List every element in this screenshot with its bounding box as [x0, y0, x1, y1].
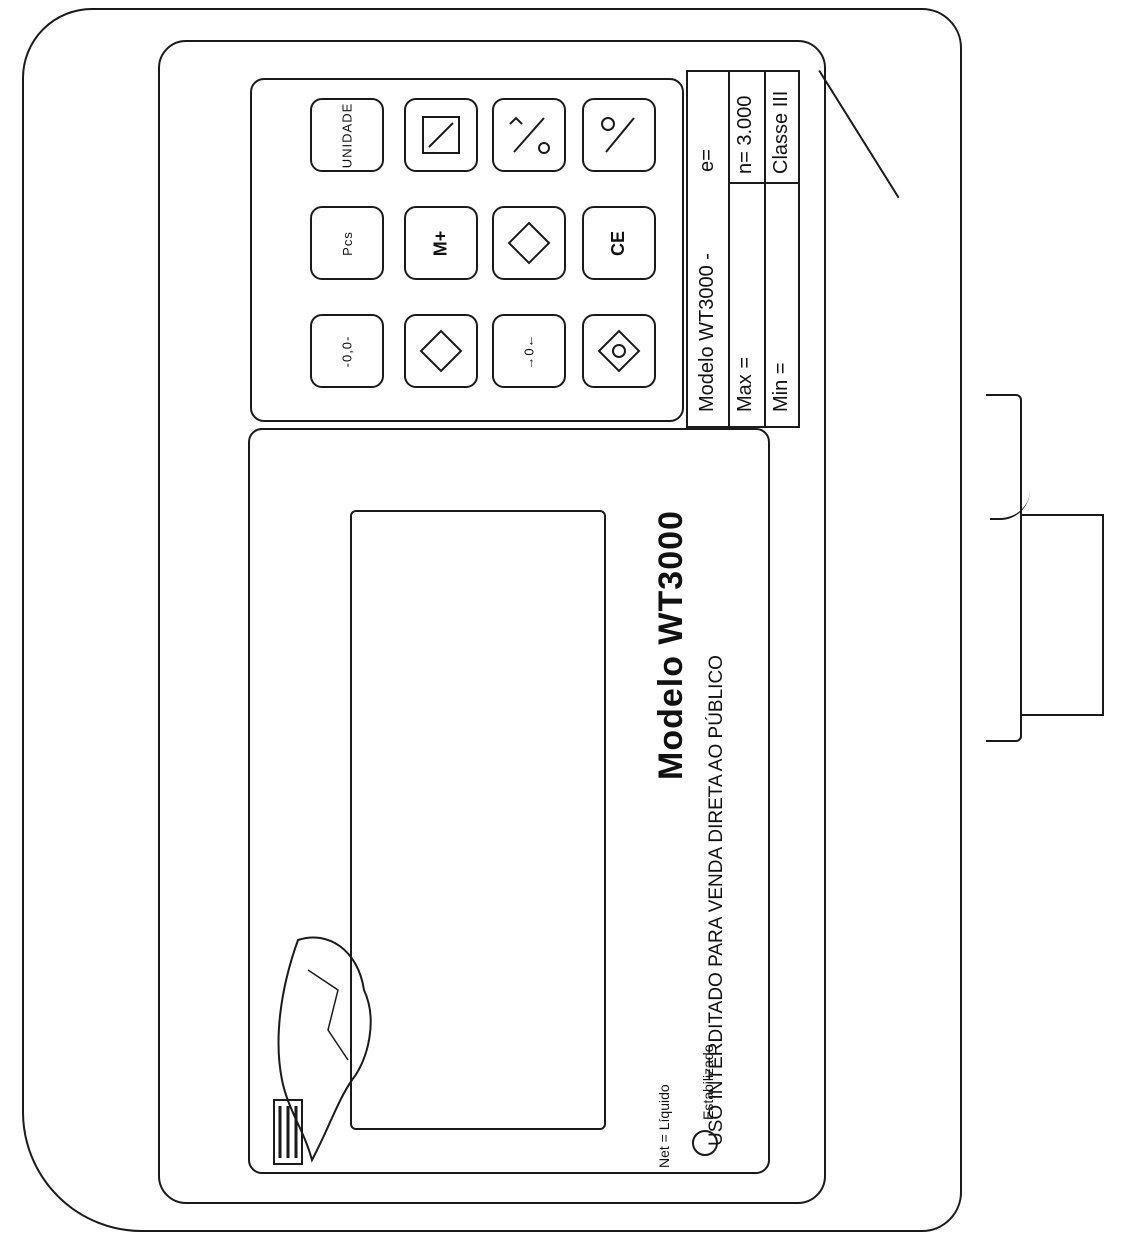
scale-housing-outline: [22, 8, 962, 1232]
spec-class: Classe III: [770, 90, 792, 174]
accumulate-key-label: M+: [430, 230, 451, 256]
zero-key-label: →0←: [521, 332, 537, 370]
brand-logo: [268, 930, 388, 1170]
brazil-map-icon: [273, 936, 372, 1165]
percent-key[interactable]: [492, 98, 566, 172]
front-panel: [158, 40, 826, 1204]
tare-diamond-icon: [507, 221, 551, 265]
diamond-arrow-icon: [419, 329, 463, 373]
spec-plate-divider-h: [728, 182, 800, 184]
percent-icon: [509, 116, 550, 154]
zero-key[interactable]: →0←: [492, 314, 566, 388]
decimal-key-label: -0,0-: [339, 335, 355, 367]
printer-paper-outlet: [1020, 514, 1104, 716]
clear-key[interactable]: CE: [582, 206, 656, 280]
display-panel: [248, 428, 770, 1174]
price-per-kg-key[interactable]: [582, 98, 656, 172]
tare-key[interactable]: [492, 206, 566, 280]
spec-plate-divider-2: [764, 72, 766, 426]
spec-plate-divider-1: [728, 72, 730, 426]
spec-n: n= 3.000: [734, 95, 756, 174]
print-key-label: Pcs: [339, 230, 355, 256]
display-model-title: Modelo WT3000: [652, 510, 690, 780]
spec-model: Modelo WT3000 -: [696, 253, 718, 412]
total-key[interactable]: [582, 314, 656, 388]
net-label: Net = Líquido: [656, 1084, 672, 1168]
lcd-screen: [350, 510, 606, 1130]
spec-plate: Modelo WT3000 - e= Max = n= 3.000 Min = …: [686, 70, 800, 428]
scale-key[interactable]: [404, 98, 478, 172]
total-diamond-icon: [597, 329, 641, 373]
print-key[interactable]: Pcs: [310, 206, 384, 280]
stable-label: Estabilizado: [700, 1044, 716, 1121]
spec-min: Min =: [770, 362, 792, 412]
printer-housing: [986, 394, 1022, 742]
spec-max: Max =: [734, 356, 756, 412]
scale-icon: [422, 116, 460, 154]
clear-key-label: CE: [608, 230, 629, 256]
price-per-kg-icon: [601, 117, 635, 153]
decimal-key[interactable]: -0,0-: [310, 314, 384, 388]
unidade-key[interactable]: UNIDADE: [310, 98, 384, 172]
accumulate-key[interactable]: M+: [404, 206, 478, 280]
spec-e: e=: [696, 149, 718, 172]
tare-arrow-key[interactable]: [404, 314, 478, 388]
unidade-key-label: UNIDADE: [339, 102, 355, 168]
stable-indicator-led: [692, 1130, 718, 1156]
keypad: UNIDADE Pcs -0,0- M+ →0←: [250, 78, 684, 422]
